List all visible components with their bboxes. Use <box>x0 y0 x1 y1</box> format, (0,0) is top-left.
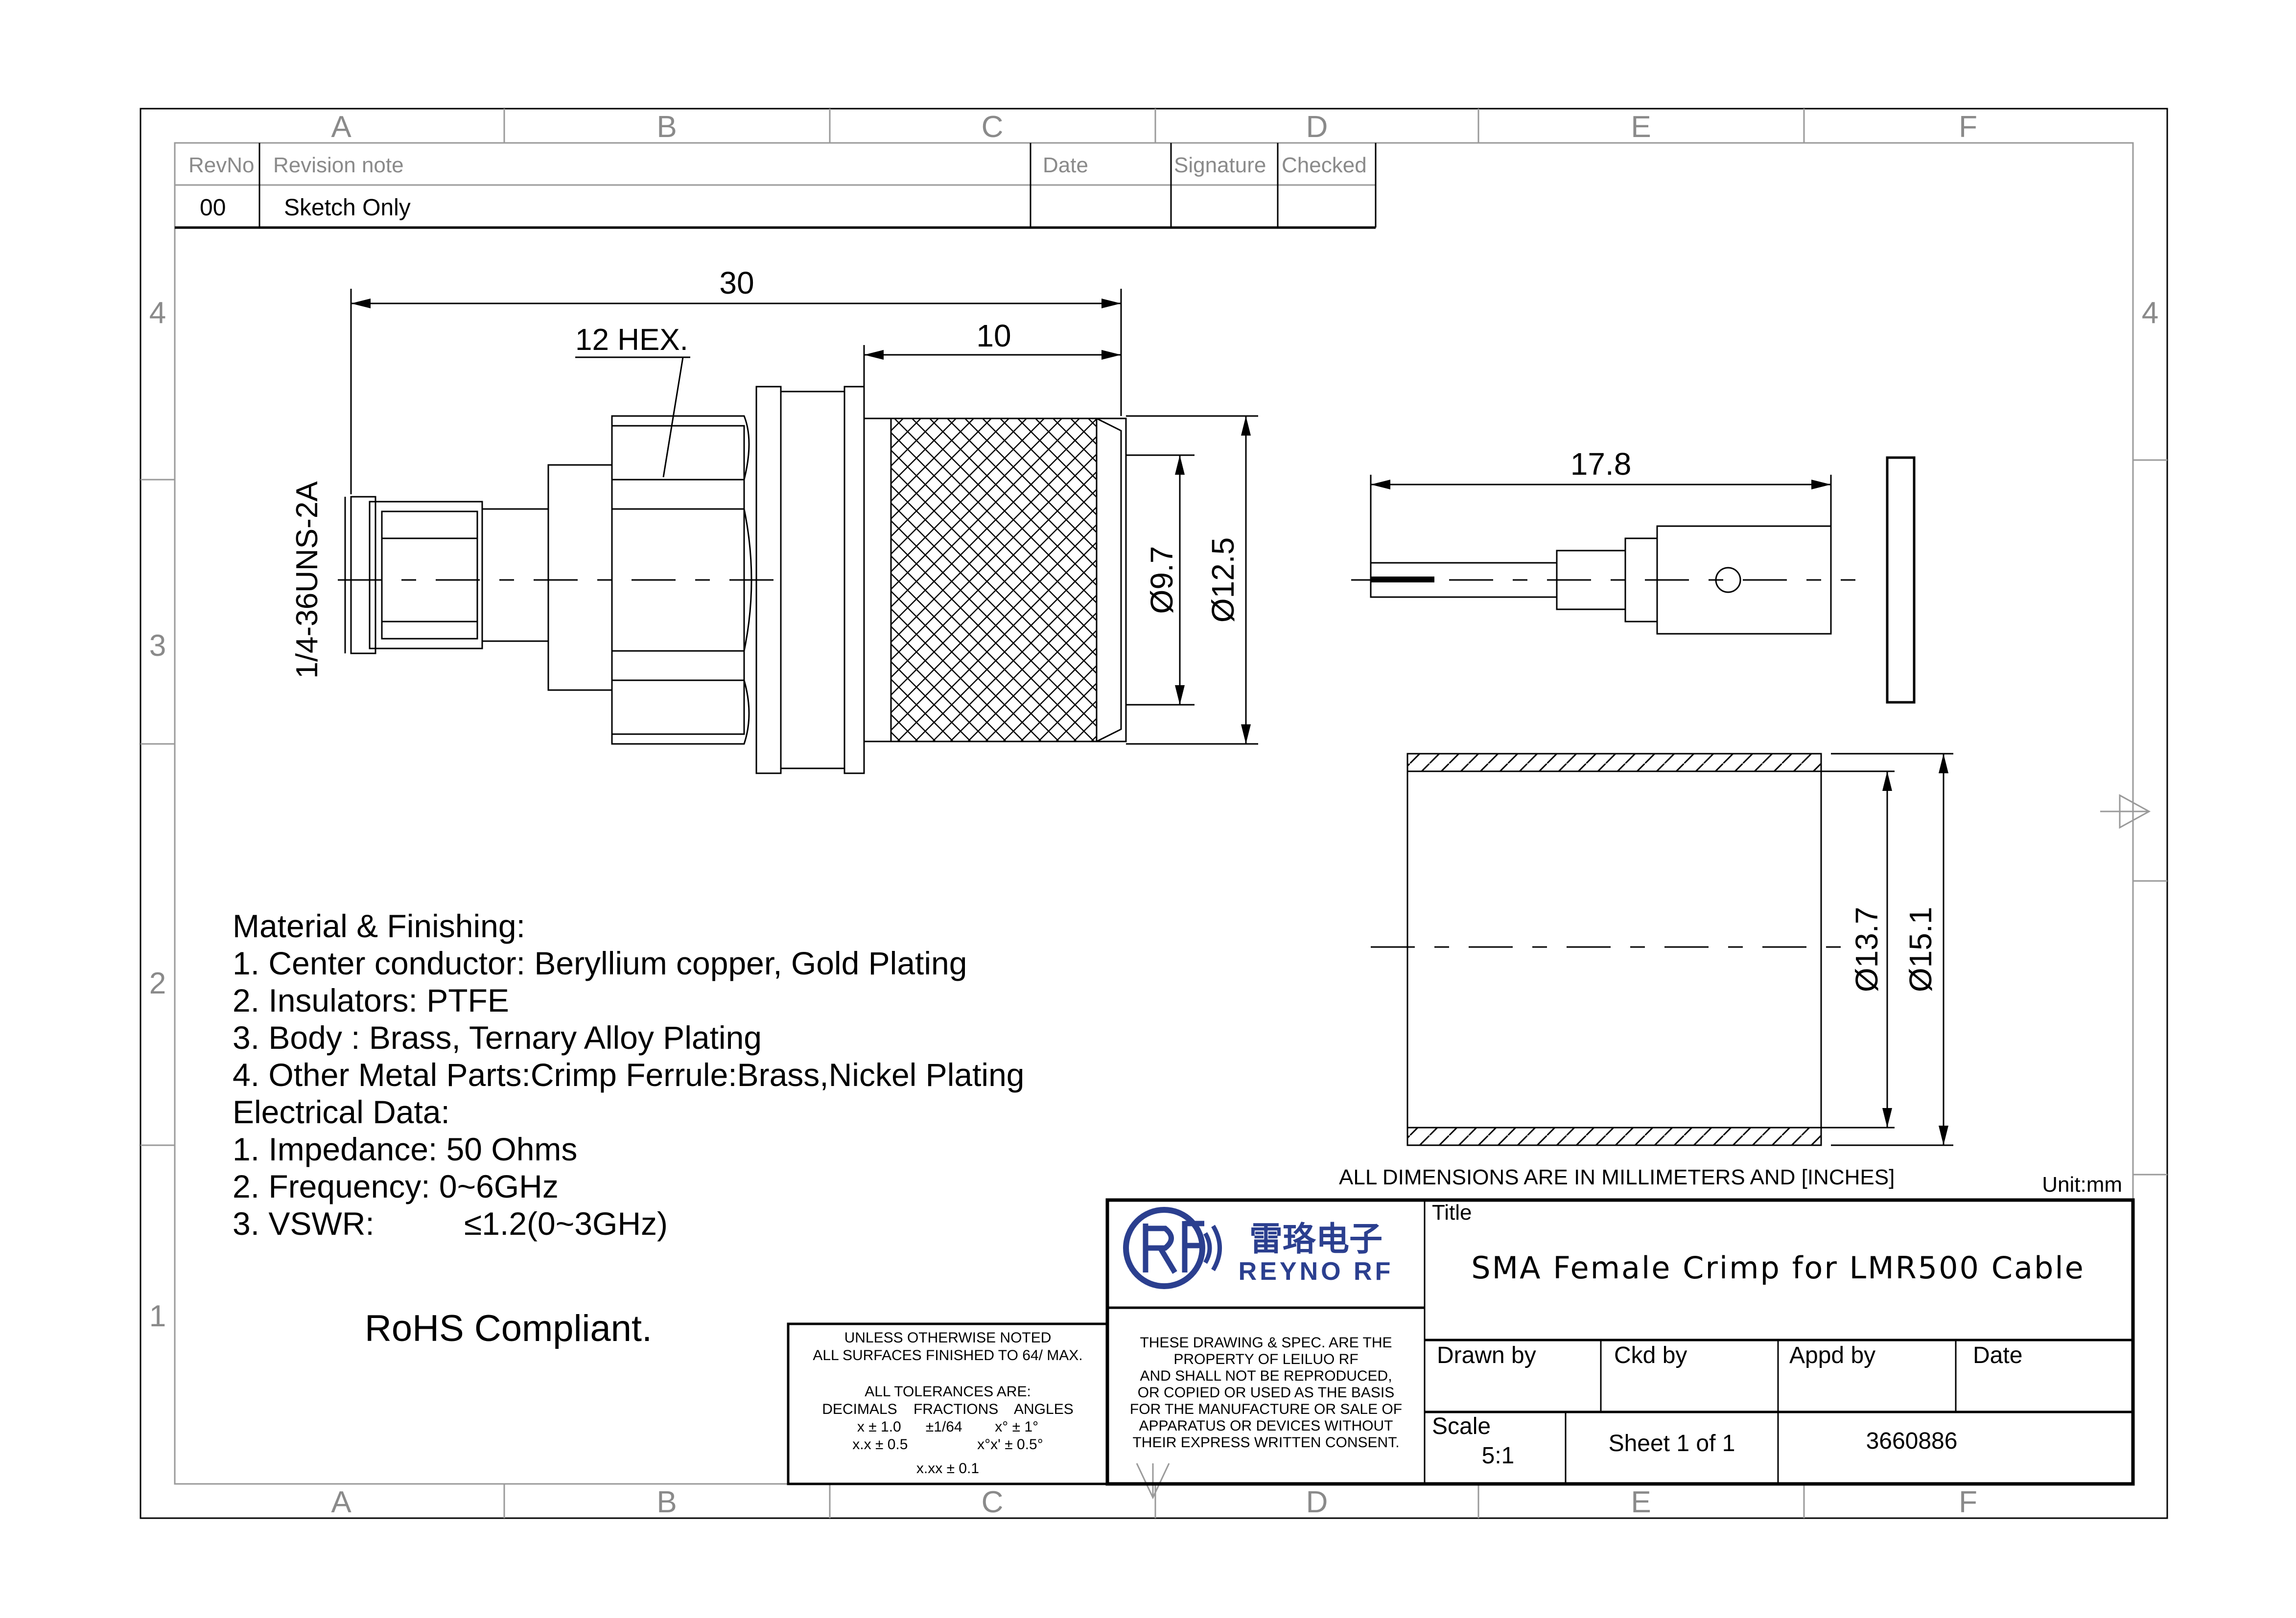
copyright-line-1: THESE DRAWING & SPEC. ARE THE <box>1140 1335 1392 1351</box>
pin-body <box>1656 525 1832 635</box>
hex-flat-middle <box>611 508 752 652</box>
copyright-line-7: THEIR EXPRESS WRITTEN CONSENT. <box>1132 1434 1399 1451</box>
dim-diameter-inner: Ø9.7 <box>1144 546 1179 614</box>
tolerance-line-7: x.xx ± 0.1 <box>916 1460 979 1477</box>
unit-label: Unit:mm <box>2042 1173 2122 1197</box>
tolerance-line-4: DECIMALS FRACTIONS ANGLES <box>822 1401 1073 1417</box>
drawing-frame: A B C D E F A B C D E F 4 3 2 1 4 <box>140 108 2168 1519</box>
col-label-d-bottom: D <box>1306 1485 1328 1519</box>
row-label-4-right: 4 <box>2142 296 2158 330</box>
dim-ferrule-inner: Ø13.7 <box>1849 907 1884 992</box>
ferrule-outline <box>1406 753 1822 1146</box>
copyright-line-3: AND SHALL NOT BE REPRODUCED, <box>1140 1368 1392 1384</box>
revision-table: RevNo Revision note Date Signature Check… <box>175 143 1377 229</box>
outer-border <box>140 108 2168 1519</box>
scale-label: Scale <box>1432 1413 1491 1439</box>
dim-hex: 12 HEX. <box>575 323 688 357</box>
centering-mark-bottom <box>1136 1463 1170 1500</box>
crimp-ferrule-view: Ø13.7 Ø15.1 <box>1371 753 1953 1146</box>
rev-header-checked: Checked <box>1282 153 1367 177</box>
note-line-3: 2. Insulators: PTFE <box>233 982 509 1018</box>
note-line-5: 4. Other Metal Parts:Crimp Ferrule:Brass… <box>233 1057 1024 1093</box>
col-label-e: E <box>1631 110 1651 144</box>
col-label-b-bottom: B <box>656 1485 677 1519</box>
tolerance-line-3: ALL TOLERANCES ARE: <box>865 1384 1031 1400</box>
note-line-1: Material & Finishing: <box>233 908 525 944</box>
title-block: ALL DIMENSIONS ARE IN MILLIMETERS AND [I… <box>787 1165 2135 1486</box>
col-label-d: D <box>1306 110 1328 144</box>
dim-thread: 1/4-36UNS-2A <box>290 481 324 679</box>
hex-flat-bottom <box>611 679 750 745</box>
title-label: Title <box>1432 1201 1472 1225</box>
row-label-3: 3 <box>149 629 166 663</box>
col-label-a-bottom: A <box>331 1485 351 1519</box>
rev-header-note: Revision note <box>273 153 404 177</box>
knurled-crimp-body <box>890 417 1098 742</box>
note-line-2: 1. Center conductor: Beryllium copper, G… <box>233 945 967 981</box>
col-label-c: C <box>982 110 1004 144</box>
logo-english-name: REYNO RF <box>1239 1257 1394 1286</box>
tolerance-box <box>787 1322 1109 1485</box>
copyright-notes: THESE DRAWING & SPEC. ARE THE PROPERTY O… <box>1130 1335 1402 1451</box>
centering-mark-right <box>2100 794 2151 829</box>
note-line-6: Electrical Data: <box>233 1094 450 1130</box>
row-label-1: 1 <box>149 1299 166 1333</box>
tolerance-line-6: x.x ± 0.5 x°x' ± 0.5° <box>852 1436 1043 1453</box>
scale-value: 5:1 <box>1482 1443 1515 1469</box>
logo-chinese-name: 雷珞电子 <box>1249 1221 1382 1258</box>
tolerance-line-1: UNLESS OTHERWISE NOTED <box>844 1330 1052 1346</box>
drawing-title: SMA Female Crimp for LMR500 Cable <box>1471 1250 2085 1286</box>
col-label-f: F <box>1959 110 1977 144</box>
material-notes: Material & Finishing: 1. Center conducto… <box>233 908 1024 1242</box>
note-line-8: 2. Frequency: 0~6GHz <box>233 1168 559 1204</box>
rev-row-note: Sketch Only <box>284 195 411 221</box>
center-pin-view: 17.8 <box>1351 446 1916 704</box>
rohs-statement: RoHS Compliant. <box>365 1308 652 1349</box>
thread-section <box>381 510 478 640</box>
col-label-b: B <box>656 110 677 144</box>
col-label-a: A <box>331 110 351 144</box>
date-label: Date <box>1973 1342 2022 1368</box>
tolerance-line-5: x ± 1.0 ±1/64 x° ± 1° <box>857 1419 1038 1435</box>
col-label-c-bottom: C <box>982 1485 1004 1519</box>
row-label-4: 4 <box>149 296 166 330</box>
copyright-line-4: OR COPIED OR USED AS THE BASIS <box>1138 1385 1395 1401</box>
row-label-2: 2 <box>149 967 166 1000</box>
connector-side-view: 30 10 12 HEX. 1/4-36UNS-2A Ø9.7 Ø12.5 <box>290 265 1258 774</box>
hex-flat-top <box>611 415 750 481</box>
tolerance-notes: UNLESS OTHERWISE NOTED ALL SURFACES FINI… <box>813 1330 1082 1477</box>
col-label-e-bottom: E <box>1631 1485 1651 1519</box>
dim-ferrule-outer: Ø15.1 <box>1903 907 1938 992</box>
note-line-4: 3. Body : Brass, Ternary Alloy Plating <box>233 1019 762 1056</box>
dim-overall-length: 30 <box>719 265 754 300</box>
note-line-7: 1. Impedance: 50 Ohms <box>233 1131 577 1167</box>
washer <box>1886 456 1916 704</box>
drawn-by-label: Drawn by <box>1437 1342 1536 1368</box>
copyright-line-6: APPARATUS OR DEVICES WITHOUT <box>1139 1418 1393 1434</box>
reyno-rf-logo: 雷珞电子 REYNO RF <box>1123 1207 1394 1289</box>
collar <box>780 391 845 769</box>
rev-row-number: 00 <box>200 195 226 221</box>
dim-pin-length: 17.8 <box>1570 446 1632 482</box>
rev-header-date: Date <box>1043 153 1088 177</box>
sheet-number: Sheet 1 of 1 <box>1609 1431 1735 1456</box>
tolerance-line-2: ALL SURFACES FINISHED TO 64/ MAX. <box>813 1347 1082 1364</box>
dimensions-note: ALL DIMENSIONS ARE IN MILLIMETERS AND [I… <box>1339 1165 1895 1189</box>
checked-by-label: Ckd by <box>1614 1342 1687 1368</box>
note-line-9: 3. VSWR: ≤1.2(0~3GHz) <box>233 1205 668 1242</box>
rev-header-signature: Signature <box>1174 153 1266 177</box>
dim-diameter-outer: Ø12.5 <box>1205 537 1241 623</box>
copyright-line-5: FOR THE MANUFACTURE OR SALE OF <box>1130 1401 1402 1417</box>
approved-by-label: Appd by <box>1789 1342 1875 1368</box>
part-number: 3660886 <box>1866 1428 1958 1454</box>
pin-inspection-hole <box>1715 567 1741 593</box>
dim-crimp-length: 10 <box>976 318 1011 353</box>
col-label-f-bottom: F <box>1959 1485 1977 1519</box>
rev-header-revno: RevNo <box>188 153 255 177</box>
copyright-line-2: PROPERTY OF LEILUO RF <box>1173 1351 1358 1367</box>
